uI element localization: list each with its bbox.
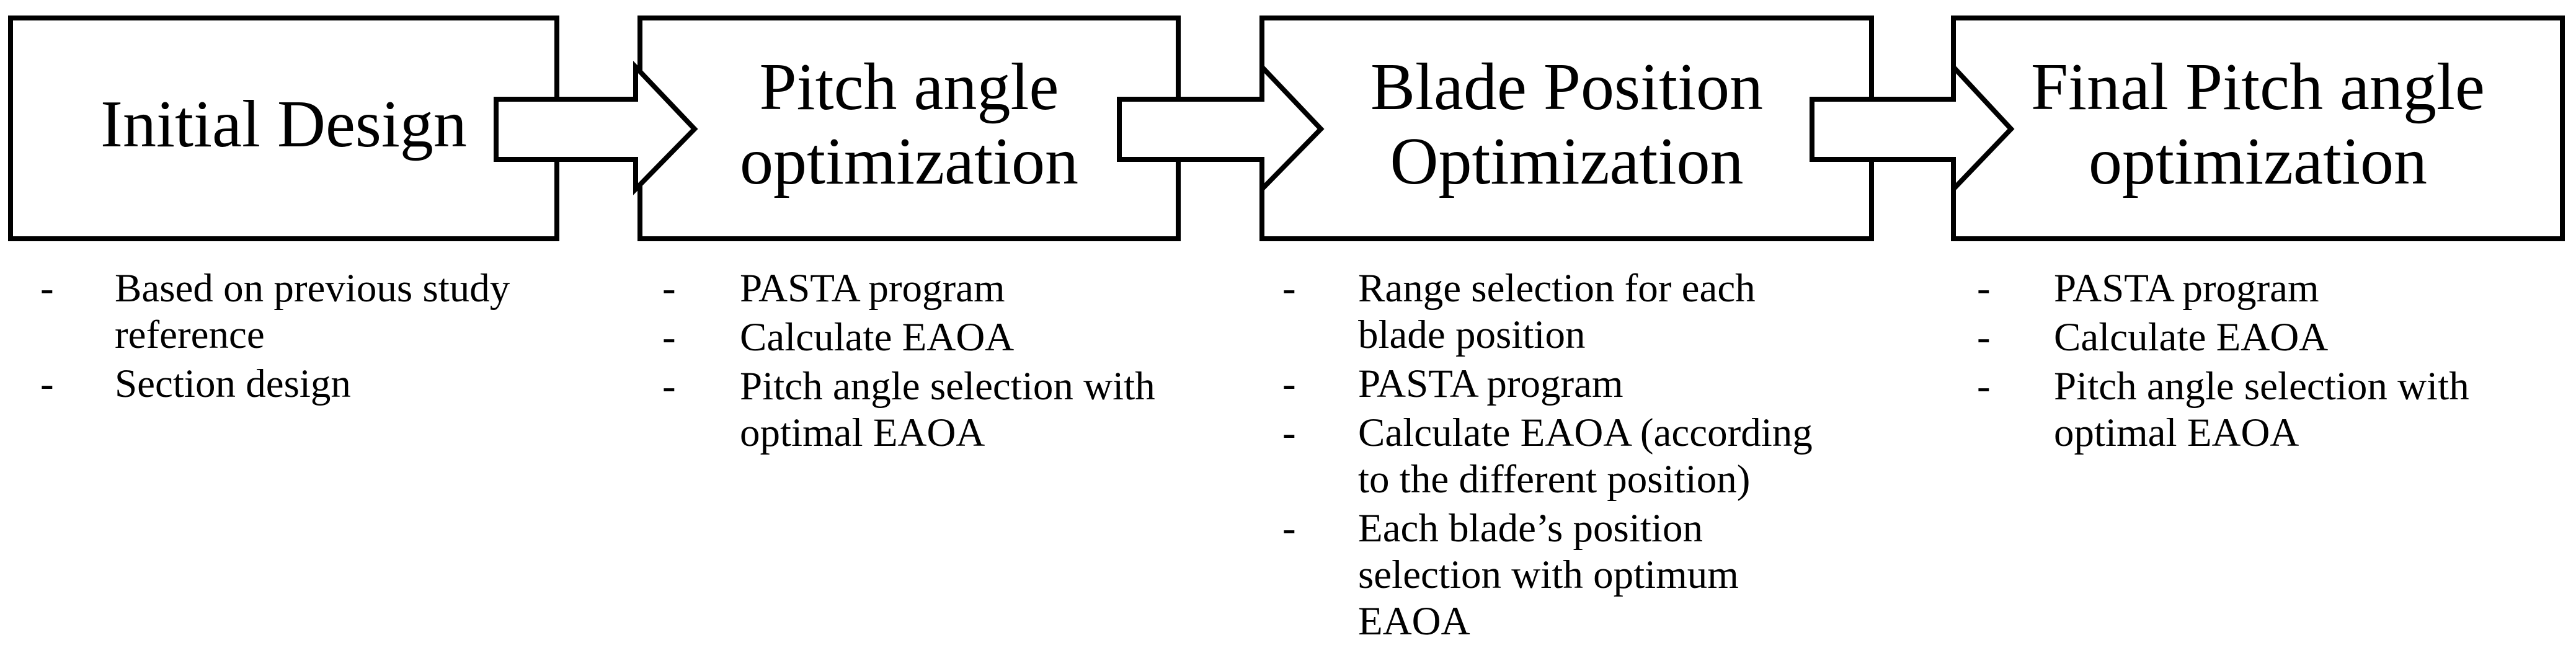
dash-bullet: -: [1282, 411, 1296, 455]
item-text: Pitch angle selection with optimal EAOA: [740, 364, 1155, 455]
list-item: - Each blade’s position selection with o…: [1282, 505, 1813, 645]
dash-bullet: -: [40, 362, 54, 406]
item-text: Pitch angle selection with optimal EAOA: [2054, 364, 2469, 455]
dash-bullet: -: [1282, 506, 1296, 551]
list-item: - Pitch angle selection with optimal EAO…: [1977, 363, 2469, 456]
bullet-list-pitch-angle-optimization: - PASTA program - Calculate EAOA - Pitch…: [662, 265, 1155, 459]
dash-bullet: -: [1282, 362, 1296, 406]
right-arrow-shape-2: [1117, 60, 1325, 195]
step-title: Initial Design: [100, 87, 467, 161]
bullet-list-blade-position-optimization: - Range selection for each blade positio…: [1282, 265, 1813, 647]
item-text: PASTA program: [1358, 362, 1623, 406]
list-item: - PASTA program: [1282, 361, 1813, 407]
step-box-initial-design: Initial Design: [8, 16, 559, 241]
list-item: - Pitch angle selection with optimal EAO…: [662, 363, 1155, 456]
list-item: - Based on previous study reference: [40, 265, 510, 358]
dash-bullet: -: [1977, 266, 1991, 311]
dash-bullet: -: [662, 266, 676, 311]
list-item: - Calculate EAOA: [662, 314, 1155, 361]
item-text: Calculate EAOA: [2054, 315, 2329, 360]
step-title: Final Pitch angle optimization: [2031, 50, 2485, 198]
list-item: - Calculate EAOA (according to the diffe…: [1282, 410, 1813, 503]
item-text: Range selection for each blade position: [1358, 266, 1756, 357]
bullet-list-initial-design: - Based on previous study reference - Se…: [40, 265, 510, 410]
item-text: PASTA program: [740, 266, 1005, 311]
item-text: Each blade’s position selection with opt…: [1358, 506, 1739, 644]
step-box-blade-position-optimization: Blade Position Optimization: [1259, 16, 1874, 241]
list-item: - Calculate EAOA: [1977, 314, 2469, 361]
item-text: Based on previous study reference: [115, 266, 510, 357]
list-item: - PASTA program: [1977, 265, 2469, 312]
dash-bullet: -: [1282, 266, 1296, 311]
dash-bullet: -: [1977, 364, 1991, 409]
dash-bullet: -: [662, 315, 676, 360]
right-arrow-shape-3: [1810, 60, 2015, 195]
item-text: PASTA program: [2054, 266, 2319, 311]
list-item: - Range selection for each blade positio…: [1282, 265, 1813, 358]
dash-bullet: -: [40, 266, 54, 311]
right-arrow-shape-1: [494, 60, 698, 195]
dash-bullet: -: [1977, 315, 1991, 360]
dash-bullet: -: [662, 364, 676, 409]
step-title: Pitch angle optimization: [740, 50, 1078, 198]
list-item: - Section design: [40, 361, 510, 407]
item-text: Section design: [115, 362, 351, 406]
step-title: Blade Position Optimization: [1370, 50, 1764, 198]
bullet-list-final-pitch-angle-optimization: - PASTA program - Calculate EAOA - Pitch…: [1977, 265, 2469, 459]
item-text: Calculate EAOA (according to the differe…: [1358, 411, 1813, 502]
step-box-final-pitch-angle-optimization: Final Pitch angle optimization: [1951, 16, 2565, 241]
list-item: - PASTA program: [662, 265, 1155, 312]
item-text: Calculate EAOA: [740, 315, 1015, 360]
